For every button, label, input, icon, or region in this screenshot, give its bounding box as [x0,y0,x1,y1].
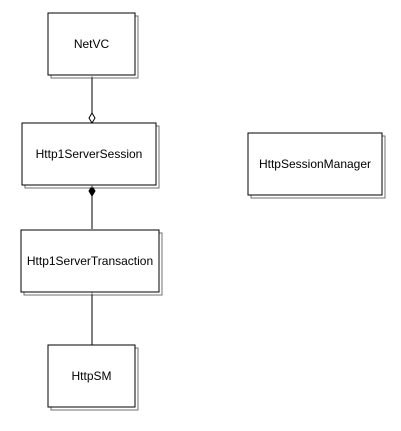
node-label-netvc: NetVC [74,37,110,51]
node-box [21,122,157,186]
node-label-http-session-manager: HttpSessionManager [259,157,371,171]
node-label-http-sm: HttpSM [71,369,111,383]
node-box [247,132,383,196]
edge-netvc-to-session [88,76,96,124]
node-label-http1-server-transaction: Http1ServerTransaction [27,254,153,268]
node-http1-server-transaction[interactable]: Http1ServerTransaction [20,229,163,296]
hollow-diamond-marker [88,112,96,124]
node-box [47,12,136,76]
node-box [47,344,136,408]
node-http1-server-session[interactable]: Http1ServerSession [21,122,160,189]
node-box [20,229,160,293]
node-label-http1-server-session: Http1ServerSession [36,147,143,161]
node-http-session-manager[interactable]: HttpSessionManager [247,132,386,199]
node-http-sm[interactable]: HttpSM [47,344,139,411]
edge-session-to-transaction [88,185,96,229]
node-netvc[interactable]: NetVC [47,12,139,79]
